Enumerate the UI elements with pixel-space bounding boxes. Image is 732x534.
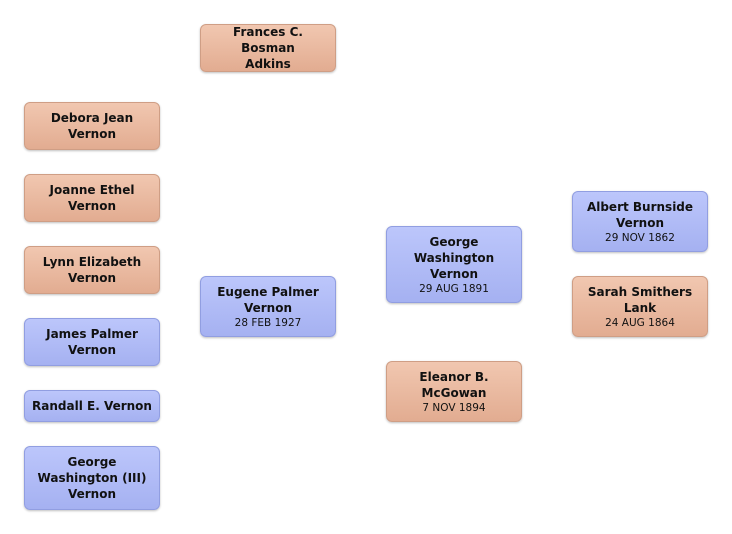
- person-name: Frances C. Bosman Adkins: [233, 25, 303, 71]
- person-name: George Washington (III) Vernon: [37, 455, 147, 501]
- person-name: James Palmer Vernon: [46, 327, 138, 357]
- person-sarah-smithers-lank[interactable]: Sarah Smithers Lank 24 AUG 1864: [572, 276, 708, 337]
- person-name: Eleanor B. McGowan: [419, 369, 489, 400]
- person-name: Lynn Elizabeth Vernon: [42, 255, 142, 285]
- person-james-palmer-vernon[interactable]: James Palmer Vernon: [24, 318, 160, 366]
- person-george-washington-vernon[interactable]: George Washington Vernon 29 AUG 1891: [386, 226, 522, 303]
- person-randall-e-vernon[interactable]: Randall E. Vernon: [24, 390, 160, 422]
- person-eugene-palmer-vernon[interactable]: Eugene Palmer Vernon 28 FEB 1927: [200, 276, 336, 337]
- person-birth-date: 29 AUG 1891: [419, 282, 489, 295]
- person-name: Randall E. Vernon: [32, 399, 152, 413]
- person-frances-c-bosman-adkins[interactable]: Frances C. Bosman Adkins: [200, 24, 336, 72]
- person-joanne-ethel-vernon[interactable]: Joanne Ethel Vernon: [24, 174, 160, 222]
- person-debora-jean-vernon[interactable]: Debora Jean Vernon: [24, 102, 160, 150]
- person-birth-date: 29 NOV 1862: [605, 231, 675, 244]
- person-birth-date: 28 FEB 1927: [234, 316, 302, 329]
- person-lynn-elizabeth-vernon[interactable]: Lynn Elizabeth Vernon: [24, 246, 160, 294]
- person-birth-date: 7 NOV 1894: [422, 401, 486, 414]
- person-eleanor-b-mcgowan[interactable]: Eleanor B. McGowan 7 NOV 1894: [386, 361, 522, 422]
- person-name: George Washington Vernon: [413, 234, 495, 281]
- person-name: Eugene Palmer Vernon: [217, 284, 319, 315]
- person-name: Sarah Smithers Lank: [587, 284, 693, 315]
- person-name: Albert Burnside Vernon: [586, 199, 694, 230]
- person-name: Debora Jean Vernon: [50, 111, 134, 141]
- person-birth-date: 24 AUG 1864: [605, 316, 675, 329]
- person-george-washington-iii-vernon[interactable]: George Washington (III) Vernon: [24, 446, 160, 510]
- person-albert-burnside-vernon[interactable]: Albert Burnside Vernon 29 NOV 1862: [572, 191, 708, 252]
- person-name: Joanne Ethel Vernon: [49, 183, 135, 213]
